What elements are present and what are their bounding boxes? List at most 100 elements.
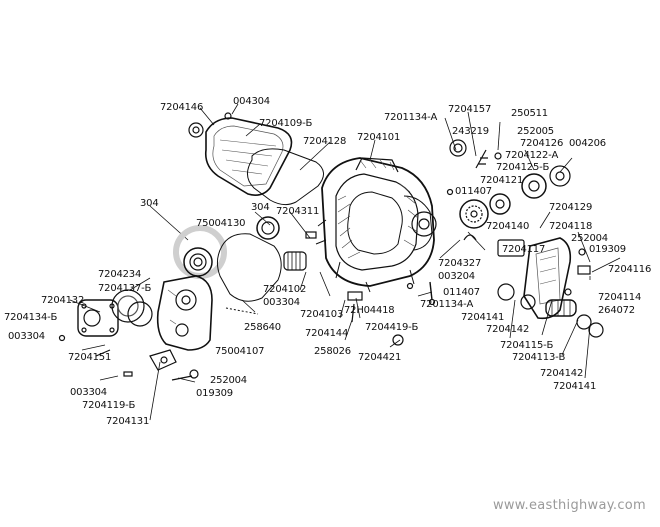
- label-7204140: 7204140: [486, 221, 530, 232]
- screw-003304-left: [58, 334, 66, 342]
- pin-7204116: [577, 265, 591, 275]
- label-304-middle: 304: [251, 202, 270, 213]
- label-252004-right: 252004: [571, 233, 608, 244]
- label-304-left: 304: [140, 198, 159, 209]
- watermark-text[interactable]: www.easthighway.com: [492, 498, 646, 513]
- gear-left: [459, 199, 489, 229]
- label-7201134-a-lower: 7201134-А: [420, 299, 474, 310]
- stud-011407: [429, 281, 433, 301]
- left-gasket: [111, 289, 153, 327]
- screw-004304: [224, 112, 232, 120]
- washer-011407: [446, 188, 454, 196]
- pin-7204311: [305, 231, 317, 239]
- label-7204131: 7204131: [106, 416, 150, 427]
- label-7204125-b: 7204125-Б: [496, 162, 550, 173]
- label-011407-top: 011407: [455, 186, 492, 197]
- nut-252005: [494, 152, 502, 160]
- clip-72H04418: [347, 291, 363, 301]
- label-7204151: 7204151: [68, 352, 112, 363]
- label-003304-middle: 003304: [263, 297, 300, 308]
- label-7201134-a-top: 7201134-А: [384, 112, 438, 123]
- label-004304: 004304: [233, 96, 270, 107]
- label-7204117: 7204117: [502, 244, 546, 255]
- bolt-003304-low: [123, 371, 133, 377]
- washer-7204146: [188, 122, 204, 138]
- label-019309-right: 019309: [589, 244, 626, 255]
- label-7204234: 7204234: [98, 269, 142, 280]
- washer-252004-right: [578, 248, 586, 256]
- label-72h04418: 72Н04418: [344, 305, 395, 316]
- rod-258640: [225, 307, 259, 315]
- label-011407-lower: 011407: [443, 287, 480, 298]
- bolt-7204151: [95, 349, 111, 357]
- seal-7201134: [449, 139, 467, 157]
- label-264072: 264072: [598, 305, 635, 316]
- bearing-304-left: [183, 247, 213, 277]
- side-gasket: [216, 233, 282, 302]
- label-7204132: 7204132: [41, 295, 85, 306]
- label-7204101: 7204101: [357, 132, 401, 143]
- label-258026: 258026: [314, 346, 351, 357]
- label-243219: 243219: [452, 126, 489, 137]
- block-7204117: [497, 239, 525, 257]
- label-7204129: 7204129: [549, 202, 593, 213]
- label-7204119-b: 7204119-Б: [82, 400, 136, 411]
- label-75004130: 75004130: [196, 218, 246, 229]
- label-258640: 258640: [244, 322, 281, 333]
- label-7204141-upper: 7204141: [461, 312, 505, 323]
- top-gasket: [247, 148, 324, 206]
- label-019309-lower: 019309: [196, 388, 233, 399]
- spring-7204327: [463, 234, 477, 241]
- label-7204134-b: 7204134-Б: [4, 312, 58, 323]
- label-7204102: 7204102: [263, 284, 307, 295]
- roller-bearing: [283, 251, 307, 271]
- gear-right: [521, 165, 571, 199]
- crankcase-boss: [411, 211, 437, 237]
- label-7204157: 7204157: [448, 104, 492, 115]
- label-7204144: 7204144: [305, 328, 349, 339]
- label-7204113-v: 7204113-В: [512, 352, 566, 363]
- screw-003204: [406, 282, 414, 290]
- sleeve-7204113: [545, 299, 577, 317]
- label-7204115-b: 7204115-Б: [500, 340, 554, 351]
- watermark-disc: [173, 225, 227, 279]
- label-75004107: 75004107: [215, 346, 265, 357]
- label-7204421: 7204421: [358, 352, 402, 363]
- left-housing: [156, 275, 213, 351]
- screw-7204114: [564, 288, 572, 296]
- label-7204128: 7204128: [303, 136, 347, 147]
- label-003304-low: 003304: [70, 387, 107, 398]
- ring-7204141-upper: [497, 283, 515, 301]
- label-003304-left: 003304: [8, 331, 45, 342]
- washers-252004: [171, 369, 199, 381]
- label-7204126: 7204126: [520, 138, 564, 149]
- label-7204142-lower: 7204142: [540, 368, 584, 379]
- ring-7204142-upper: [520, 294, 536, 310]
- ring-7204142-lower: [576, 314, 592, 330]
- spring-243219: [475, 149, 488, 169]
- label-7204311: 7204311: [276, 206, 320, 217]
- label-7204137-b: 7204137-Б: [98, 283, 152, 294]
- top-cover: [204, 117, 293, 196]
- plug-7204421: [392, 334, 404, 346]
- label-7204141-lower: 7204141: [553, 381, 597, 392]
- label-7204121: 7204121: [480, 175, 524, 186]
- bearing-304-middle: [256, 216, 280, 240]
- label-7204103: 7204103: [300, 309, 344, 320]
- ring-7204141-lower: [588, 322, 604, 338]
- label-003204: 003204: [438, 271, 475, 282]
- label-7204109-b: 7204109-Б: [259, 118, 313, 129]
- label-7204419-b: 7204419-Б: [365, 322, 419, 333]
- label-7204118: 7204118: [549, 221, 593, 232]
- gear-mid: [489, 193, 511, 215]
- label-7204146: 7204146: [160, 102, 204, 113]
- crankcase: [315, 157, 435, 293]
- label-7204116: 7204116: [608, 264, 652, 275]
- pin-7204419: [351, 303, 355, 323]
- label-004206: 004206: [569, 138, 606, 149]
- crankcase-hatching: [337, 159, 419, 259]
- label-252005: 252005: [517, 126, 554, 137]
- bracket-7204131: [149, 349, 177, 371]
